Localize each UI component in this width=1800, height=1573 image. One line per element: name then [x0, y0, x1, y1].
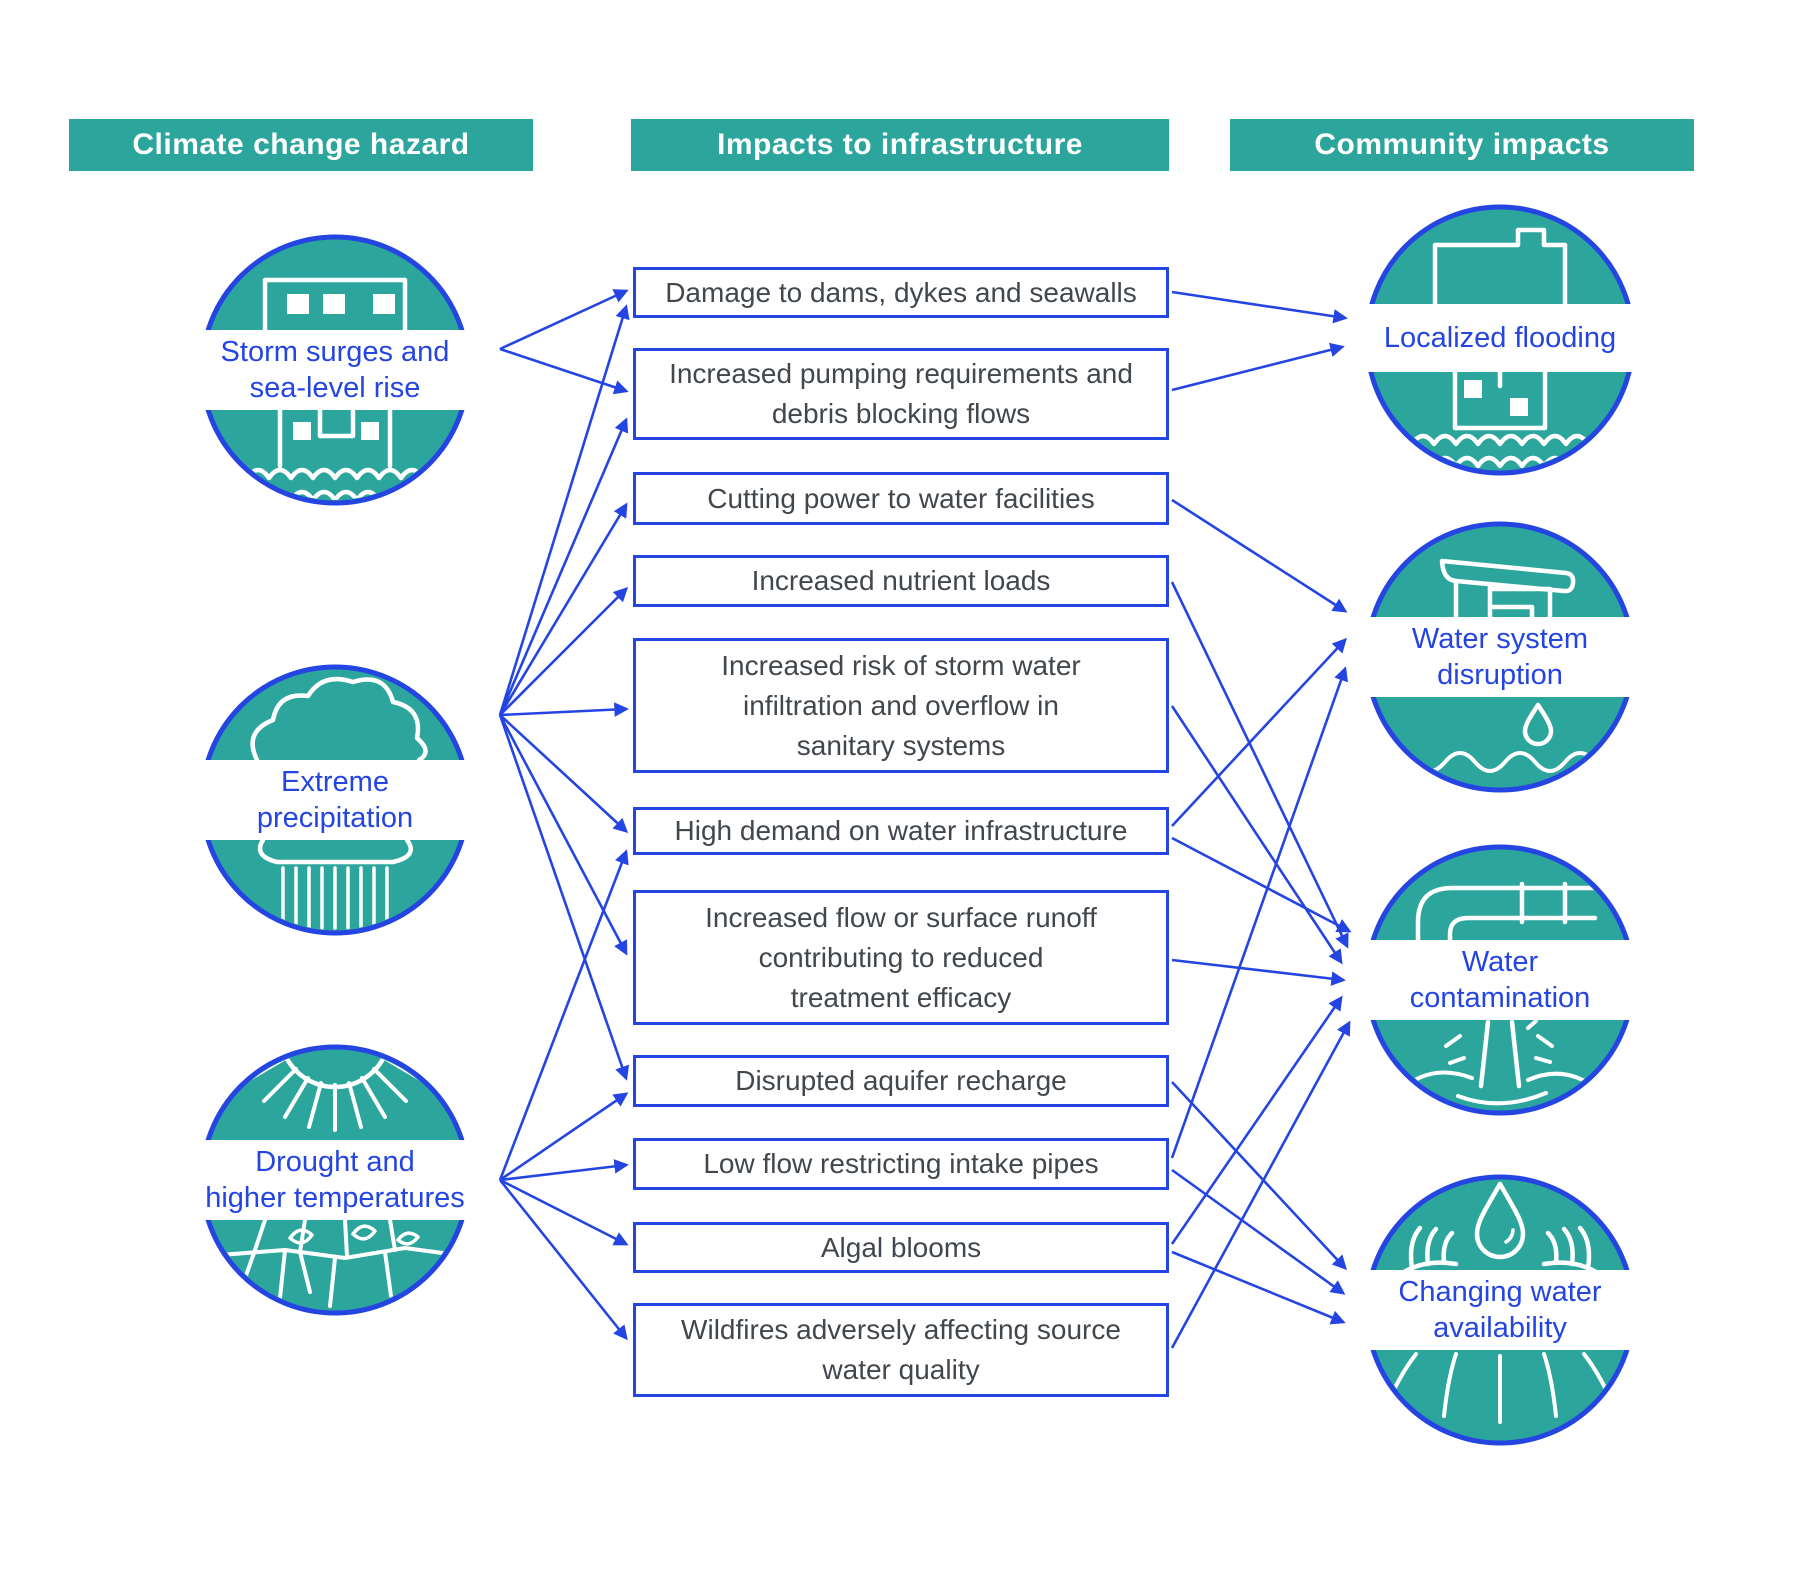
box-damage-dams: Damage to dams, dykes and seawalls [633, 267, 1169, 318]
hazard-label-line: Storm surges and [220, 336, 450, 368]
arrow-drought-to-low-flow [499, 1159, 629, 1182]
box-nutrient-loads: Increased nutrient loads [633, 555, 1169, 607]
arrow-storm-to-increased-pumping [499, 347, 629, 395]
impact-text: Cutting power to water facilities [707, 482, 1095, 514]
impact-text: Disrupted aquifer recharge [735, 1065, 1067, 1096]
hazard-label-line: sea-level rise [249, 372, 421, 404]
box-disrupted-aquifer: Disrupted aquifer recharge [633, 1055, 1169, 1107]
arrow-precip-to-storm-water-infiltration [499, 702, 629, 717]
arrow-precip-to-nutrient-loads [499, 586, 629, 716]
arrow-precip-to-damage-dams [498, 304, 630, 716]
community-label-changing-water-availability: Changing water availability [1352, 1270, 1648, 1350]
arrow-storm-to-damage-dams [499, 289, 629, 351]
impact-text: Wildfires adversely affecting source wat… [681, 1314, 1121, 1385]
arrow-drought-to-disrupted-aquifer [499, 1092, 629, 1182]
hazard-label-line: Drought and [255, 1146, 415, 1178]
impact-text: Increased nutrient loads [751, 565, 1051, 596]
impact-text: Increased flow or surface runoff contrib… [705, 901, 1097, 1013]
arrow-cutting-power-to-disruption [1171, 498, 1348, 613]
impact-text: High demand on water infrastructure [674, 815, 1128, 846]
box-storm-water-infiltration: Increased risk of storm water infiltrati… [633, 638, 1169, 773]
community-label-line: availability [1433, 1312, 1567, 1344]
arrow-increased-pumping-to-flooding [1171, 342, 1345, 392]
arrow-algal-blooms-to-contamination [1170, 995, 1343, 1245]
box-algal-blooms: Algal blooms [633, 1222, 1169, 1273]
box-high-demand: High demand on water infrastructure [633, 807, 1169, 855]
arrow-drought-to-wildfires [498, 1179, 628, 1341]
arrow-precip-to-disrupted-aquifer [498, 714, 630, 1081]
hazard-label-line: Extreme [281, 766, 389, 798]
box-wildfires: Wildfires adversely affecting source wat… [633, 1303, 1169, 1397]
arrow-high-demand-to-disruption [1171, 637, 1347, 827]
arrow-wildfires-to-contamination [1170, 1020, 1351, 1349]
arrow-high-demand-to-contamination [1171, 836, 1352, 933]
box-increased-pumping: Increased pumping requirements and debri… [633, 348, 1169, 440]
community-label-line: Water system [1411, 623, 1589, 655]
community-label-water-contamination: Water contamination [1352, 940, 1648, 1020]
arrow-disrupted-aquifer-to-availability [1171, 1081, 1347, 1271]
arrow-precip-to-high-demand [499, 714, 629, 833]
arrow-low-flow-to-availability [1171, 1168, 1346, 1295]
community-label-line: disruption [1437, 659, 1563, 691]
arrow-low-flow-to-disruption [1170, 666, 1348, 1159]
hazard-label-extreme-precipitation: Extreme precipitation [187, 760, 483, 840]
hazard-label-storm-surges: Storm surges and sea-level rise [187, 330, 483, 410]
header-community-impacts: Community impacts [1230, 119, 1694, 171]
arrow-precip-to-cutting-power [498, 502, 628, 716]
community-label-line: Localized flooding [1383, 322, 1617, 354]
header-impacts-to-infrastructure: Impacts to infrastructure [631, 119, 1169, 171]
arrow-damage-dams-to-flooding [1171, 290, 1348, 324]
box-cutting-power: Cutting power to water facilities [633, 472, 1169, 525]
impact-text: Damage to dams, dykes and seawalls [665, 276, 1137, 308]
box-increased-flow: Increased flow or surface runoff contrib… [633, 890, 1169, 1025]
arrow-increased-flow-to-contamination [1171, 958, 1346, 986]
community-label-line: Water [1461, 946, 1539, 978]
community-label-line: Changing water [1398, 1276, 1602, 1308]
impact-text: Algal blooms [820, 1231, 982, 1263]
arrow-drought-to-algal-blooms [499, 1178, 629, 1246]
arrow-drought-to-high-demand [498, 849, 629, 1181]
community-label-water-system-disruption: Water system disruption [1352, 617, 1648, 697]
impact-text: Low flow restricting intake pipes [703, 1148, 1099, 1179]
header-climate-change-hazard: Climate change hazard [69, 119, 533, 171]
impact-text: Increased pumping requirements and debri… [669, 358, 1133, 429]
arrow-precip-to-increased-flow [498, 714, 628, 956]
arrow-algal-blooms-to-availability [1171, 1250, 1346, 1325]
arrow-precip-to-increased-pumping [498, 417, 629, 716]
arrow-nutrient-loads-to-contamination [1170, 581, 1349, 949]
hazard-label-line: precipitation [256, 802, 414, 834]
hazard-label-line: higher temperatures [205, 1182, 465, 1214]
impact-text: Increased risk of storm water infiltrati… [721, 649, 1081, 761]
community-label-localized-flooding: Localized flooding [1352, 304, 1648, 372]
box-low-flow: Low flow restricting intake pipes [633, 1138, 1169, 1190]
community-label-line: contamination [1409, 982, 1591, 1014]
arrow-storm-water-infiltration-to-contamination [1170, 705, 1343, 965]
hazard-label-drought: Drought and higher temperatures [187, 1140, 483, 1220]
